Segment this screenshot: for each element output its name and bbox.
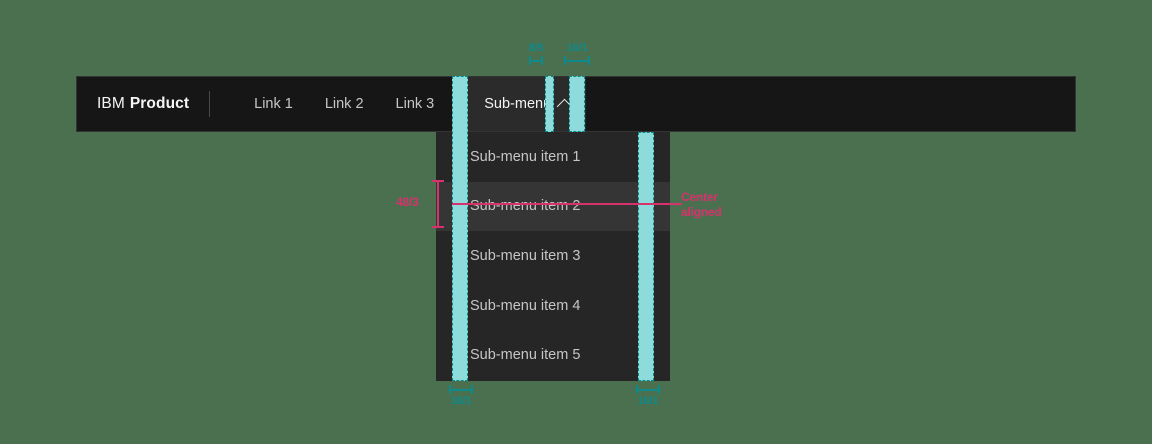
dropdown-item-1[interactable]: Sub-menu item 1 bbox=[470, 148, 581, 165]
dropdown-item-3[interactable]: Sub-menu item 3 bbox=[470, 247, 581, 264]
submenu-trigger[interactable]: Sub-menu bbox=[468, 77, 587, 131]
dropdown-item-5[interactable]: Sub-menu item 5 bbox=[470, 347, 581, 364]
measure-bar-icon bbox=[564, 56, 590, 65]
measure-label-bottom-right: 16/1 bbox=[637, 395, 659, 407]
submenu-dropdown-panel: Sub-menu item 1 Sub-menu item 2 Sub-menu… bbox=[436, 132, 670, 381]
brand-prefix: IBM bbox=[97, 95, 125, 112]
spacing-guide-left-padding bbox=[452, 76, 468, 381]
measure-bar-icon bbox=[449, 385, 473, 394]
spacing-guide-right-padding bbox=[638, 132, 654, 381]
measure-marker-bottom-right: 16/1 bbox=[627, 385, 669, 407]
spacing-guide-trigger-gap bbox=[545, 76, 554, 132]
measure-bar-icon bbox=[529, 56, 543, 65]
item-height-label: 48/3 bbox=[396, 195, 419, 209]
nav-link-2[interactable]: Link 2 bbox=[324, 96, 364, 112]
item-height-measure-line bbox=[432, 180, 444, 228]
center-alignment-line bbox=[452, 203, 682, 205]
nav-link-1[interactable]: Link 1 bbox=[254, 96, 293, 112]
brand-logo[interactable]: IBM Product bbox=[77, 77, 205, 131]
spacing-guide-trigger-padding bbox=[569, 76, 585, 132]
submenu-trigger-label: Sub-menu bbox=[484, 96, 552, 112]
measure-marker-top-b: 16/1 bbox=[553, 42, 601, 66]
measure-label-top-a: 8/5 bbox=[528, 42, 544, 54]
dropdown-item-4[interactable]: Sub-menu item 4 bbox=[470, 297, 581, 314]
center-alignment-label: Center aligned bbox=[681, 190, 722, 220]
brand-divider bbox=[209, 91, 211, 117]
nav-links: Link 1 Link 2 Link 3 Sub-menu bbox=[238, 77, 587, 131]
measure-label-top-b: 16/1 bbox=[566, 42, 588, 54]
dropdown-item-2[interactable]: Sub-menu item 2 bbox=[436, 181, 670, 232]
nav-link-3[interactable]: Link 3 bbox=[395, 96, 435, 112]
center-alignment-label-line1: Center bbox=[681, 190, 718, 204]
measure-marker-bottom-left: 16/1 bbox=[440, 385, 482, 407]
center-alignment-label-line2: aligned bbox=[681, 205, 722, 219]
measure-bar-icon bbox=[636, 385, 660, 394]
measure-label-bottom-left: 16/1 bbox=[450, 395, 472, 407]
measure-marker-top-a: 8/5 bbox=[516, 42, 556, 66]
brand-name: Product bbox=[129, 95, 190, 112]
